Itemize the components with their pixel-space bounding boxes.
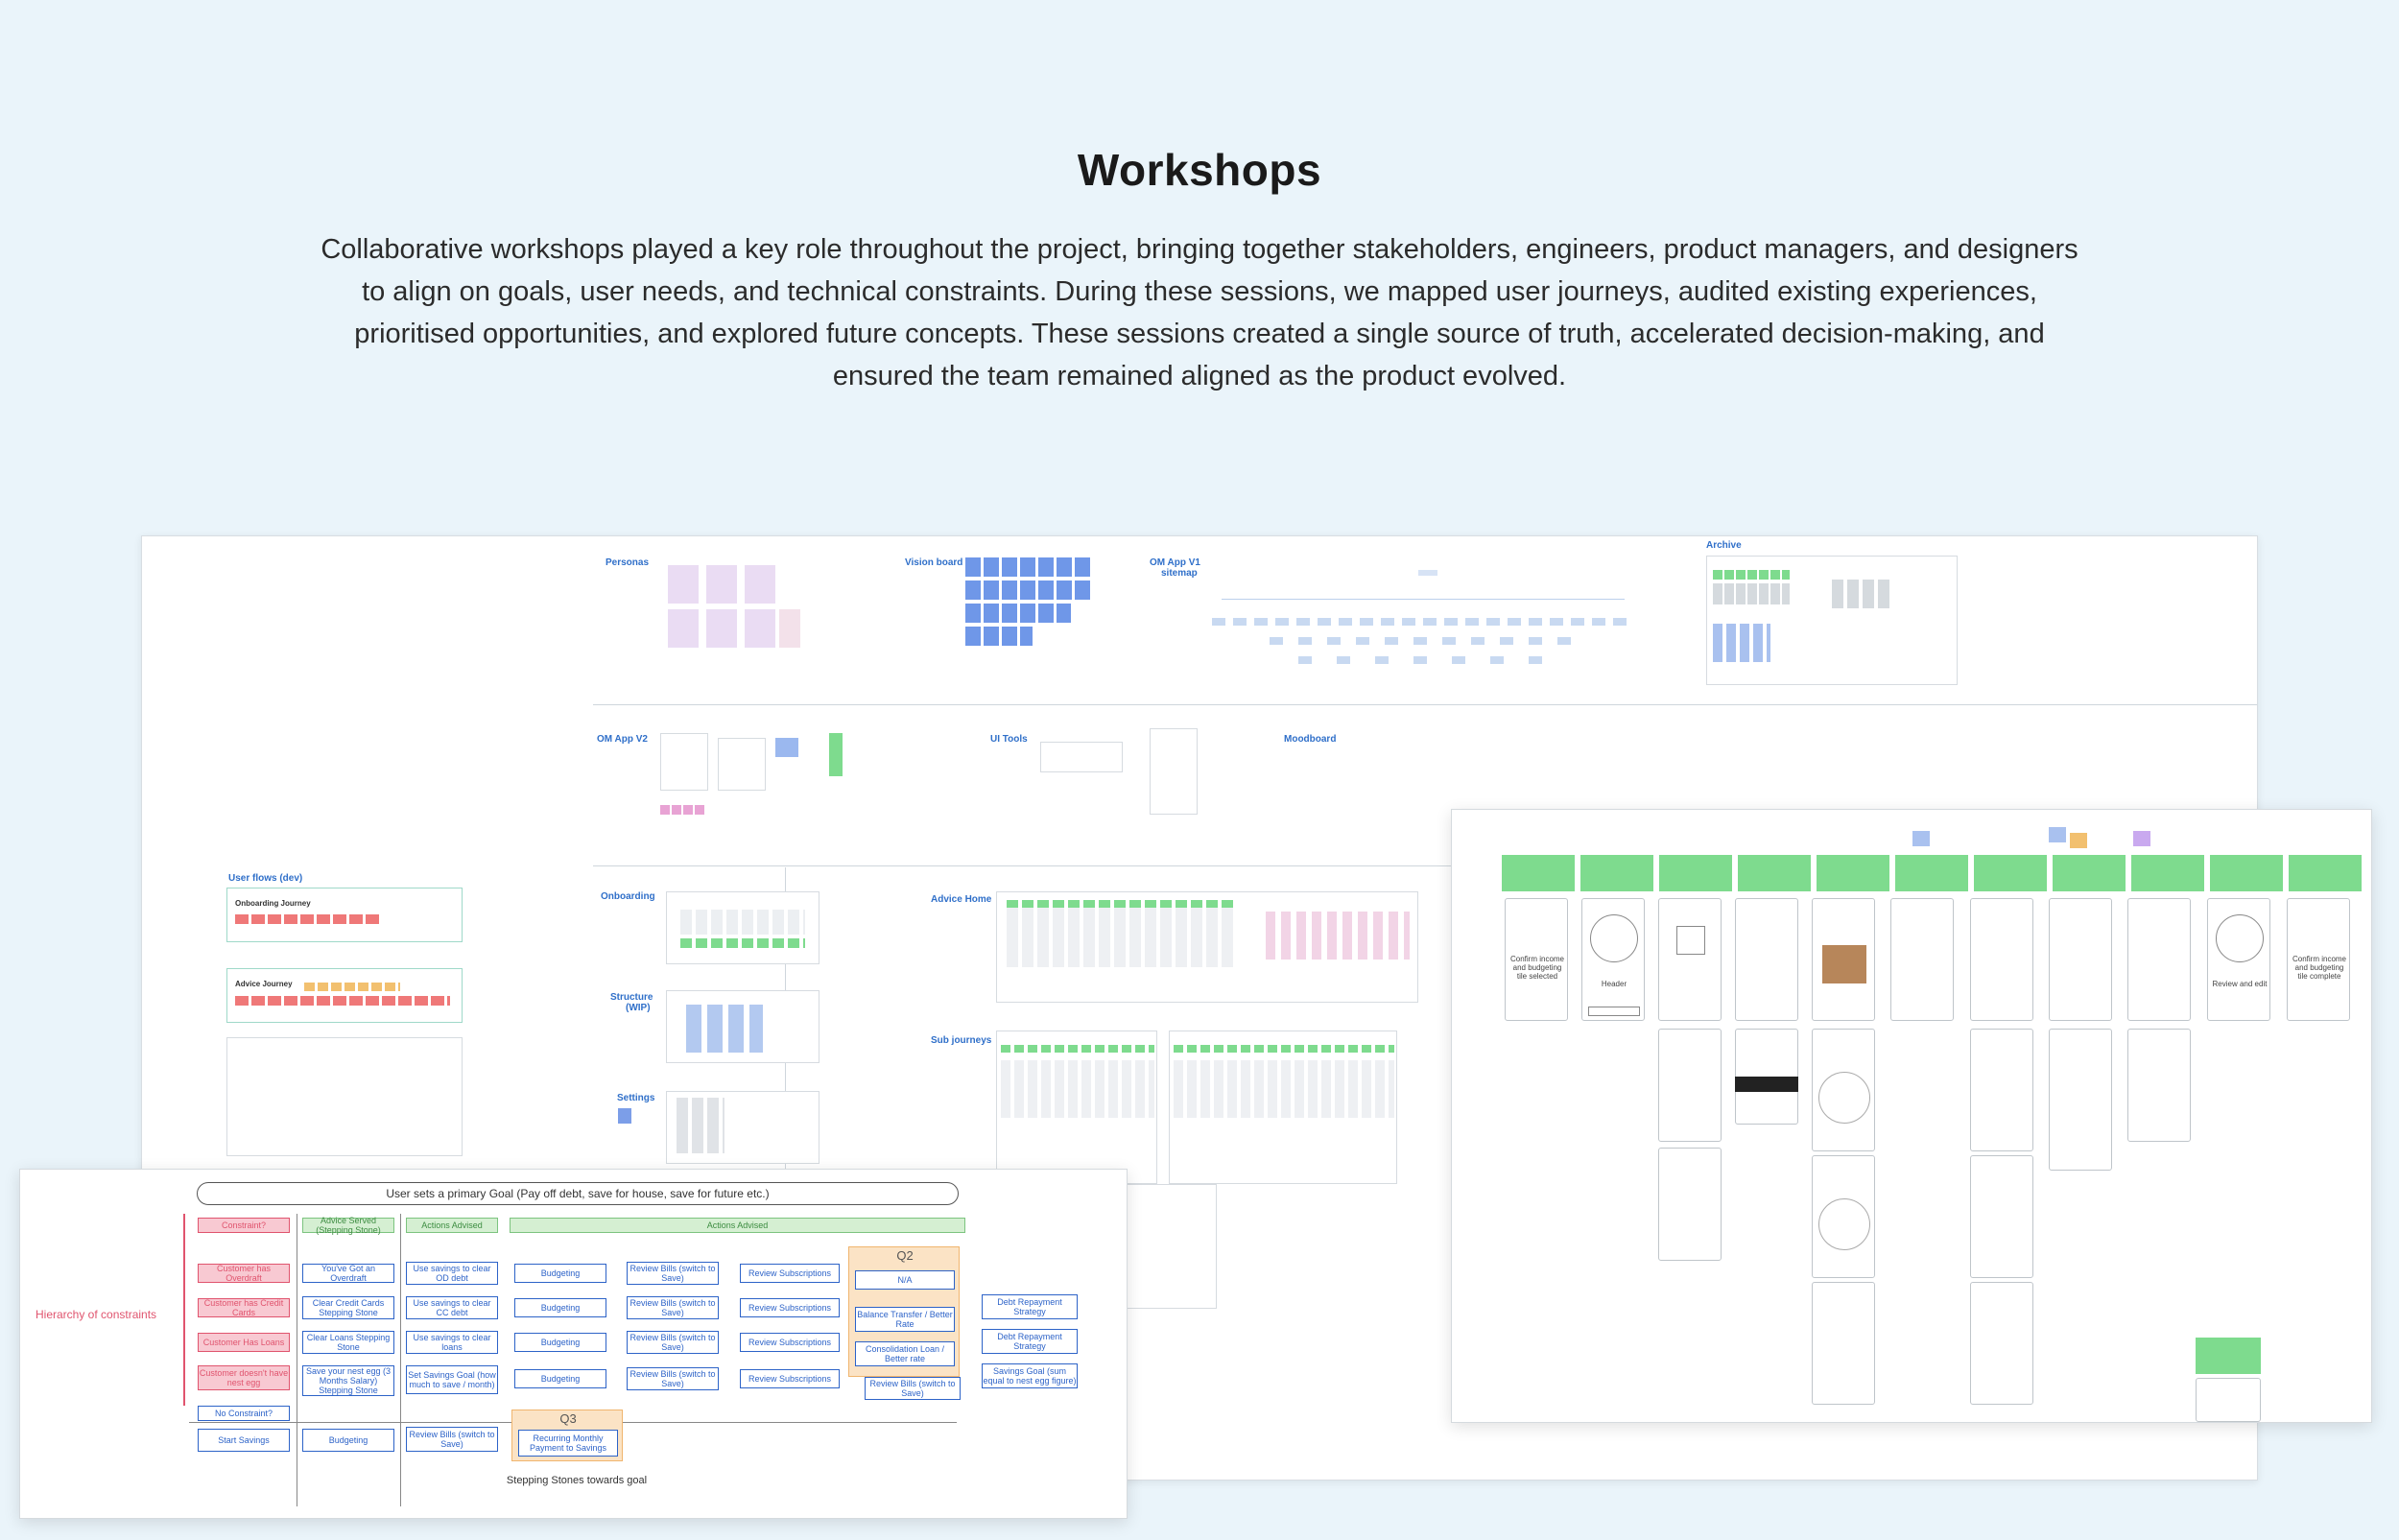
q3-group: Q3 Recurring Monthly Payment to Savings — [511, 1410, 623, 1461]
settings-frame[interactable] — [666, 1091, 819, 1164]
personas-frame — [668, 557, 802, 650]
label-onboarding-journey: Onboarding Journey — [235, 899, 311, 908]
step-review-subs: Review Subscriptions — [740, 1369, 840, 1388]
sub-journeys-frame-1[interactable] — [996, 1031, 1157, 1184]
onboarding-journey-frame[interactable]: Onboarding Journey — [226, 888, 463, 942]
header-actions-advised-2: Actions Advised — [510, 1218, 965, 1233]
savings-goal: Savings Goal (sum equal to nest egg figu… — [982, 1363, 1078, 1388]
advice-journey-frame[interactable]: Advice Journey — [226, 968, 463, 1023]
step-review-subs: Review Subscriptions — [740, 1333, 840, 1352]
action-nest-egg: Set Savings Goal (how much to save / mon… — [406, 1365, 498, 1394]
step-budgeting: Budgeting — [514, 1298, 606, 1317]
top-goal-box: User sets a primary Goal (Pay off debt, … — [197, 1182, 959, 1205]
constraints-thumbnail — [226, 1037, 463, 1156]
q2-label: Q2 — [896, 1248, 914, 1263]
label-structure-sub: (WIP) — [626, 1003, 651, 1013]
step-review-bills: Review Bills (switch to Save) — [627, 1296, 719, 1319]
label-ui-tools: UI Tools — [990, 734, 1028, 745]
no-constraint: No Constraint? — [198, 1406, 290, 1421]
screen-review-edit[interactable]: Review and edit — [2207, 898, 2270, 1021]
screen-confirm-complete[interactable]: Confirm income and budgeting tile comple… — [2287, 898, 2350, 1021]
step-budgeting: Budgeting — [514, 1369, 606, 1388]
action-overdraft: Use savings to clear OD debt — [406, 1262, 498, 1285]
step-budgeting: Budgeting — [514, 1264, 606, 1283]
header-actions-advised-1: Actions Advised — [406, 1218, 498, 1233]
screen-flow-panel[interactable]: Confirm income and budgeting tile select… — [1451, 809, 2372, 1423]
structure-frame[interactable] — [666, 990, 819, 1063]
label-personas: Personas — [606, 557, 650, 568]
q3-label: Q3 — [559, 1411, 577, 1426]
onboarding-frame[interactable] — [666, 891, 819, 964]
label-advice-home: Advice Home — [931, 894, 992, 905]
screen-confirm-income[interactable]: Confirm income and budgeting tile select… — [1505, 898, 1568, 1021]
advice-home-frame[interactable] — [996, 891, 1418, 1003]
step-review-subs: Review Subscriptions — [740, 1264, 840, 1283]
step-budgeting: Budgeting — [514, 1333, 606, 1352]
step-review-subs: Review Subscriptions — [740, 1298, 840, 1317]
sitemap-tree — [1212, 570, 1634, 685]
section-description: Collaborative workshops played a key rol… — [321, 234, 2078, 391]
ui-tools-strip — [1150, 728, 1198, 815]
review-bills-bottom: Review Bills (switch to Save) — [406, 1427, 498, 1452]
step-review-bills: Review Bills (switch to Save) — [627, 1262, 719, 1285]
label-structure: Structure — [610, 992, 653, 1003]
debt-repayment-1: Debt Repayment Strategy — [982, 1294, 1078, 1319]
label-archive: Archive — [1706, 540, 1742, 551]
screen-header[interactable]: Header — [1581, 898, 1645, 1021]
recurring-payment: Recurring Monthly Payment to Savings — [518, 1430, 618, 1457]
footer-caption: Stepping Stones towards goal — [506, 1475, 648, 1486]
header-advice-served: Advice Served (Stepping Stone) — [302, 1216, 394, 1235]
constraint-overdraft: Customer has Overdraft — [198, 1264, 290, 1283]
constraint-credit-cards: Customer has Credit Cards — [198, 1298, 290, 1317]
label-advice-journey: Advice Journey — [235, 980, 293, 988]
stone-credit-cards: Clear Credit Cards Stepping Stone — [302, 1296, 394, 1319]
label-sub-journeys: Sub journeys — [931, 1035, 992, 1046]
label-moodboard: Moodboard — [1284, 734, 1337, 745]
label-om-app-v1-sub: sitemap — [1161, 568, 1198, 579]
vision-board-cards — [965, 557, 1090, 650]
constraints-panel[interactable]: User sets a primary Goal (Pay off debt, … — [19, 1169, 1128, 1519]
section-title: Workshops — [1077, 145, 1322, 195]
constraint-nest-egg: Customer doesn't have nest egg — [198, 1365, 290, 1390]
label-onboarding: Onboarding — [601, 891, 655, 902]
action-loans: Use savings to clear loans — [406, 1331, 498, 1354]
q2-balance-transfer: Balance Transfer / Better Rate — [855, 1307, 955, 1332]
label-user-flows: User flows (dev) — [228, 873, 303, 884]
step-review-bills: Review Bills (switch to Save) — [627, 1367, 719, 1390]
label-settings: Settings — [617, 1093, 655, 1103]
start-savings: Start Savings — [198, 1429, 290, 1452]
action-credit-cards: Use savings to clear CC debt — [406, 1296, 498, 1319]
label-vision-board: Vision board — [905, 557, 963, 568]
archive-frame — [1706, 556, 1958, 685]
step-review-bills: Review Bills (switch to Save) — [627, 1331, 719, 1354]
sub-journeys-frame-2[interactable] — [1169, 1031, 1397, 1184]
header-constraint: Constraint? — [198, 1218, 290, 1233]
om-app-v2-docs — [660, 733, 843, 829]
review-bills-right: Review Bills (switch to Save) — [865, 1377, 961, 1400]
stone-loans: Clear Loans Stepping Stone — [302, 1331, 394, 1354]
debt-repayment-2: Debt Repayment Strategy — [982, 1329, 1078, 1354]
q2-na: N/A — [855, 1270, 955, 1290]
stone-overdraft: You've Got an Overdraft — [302, 1264, 394, 1283]
ui-tools-frame — [1040, 742, 1123, 772]
label-om-app-v1: OM App V1 — [1150, 557, 1200, 568]
stone-nest-egg: Save your nest egg (3 Months Salary) Ste… — [302, 1365, 394, 1396]
q2-group: Q2 N/A Balance Transfer / Better Rate Co… — [848, 1246, 960, 1377]
label-om-app-v2: OM App V2 — [597, 734, 648, 745]
hierarchy-label: Hierarchy of constraints — [36, 1308, 157, 1321]
budgeting-bottom: Budgeting — [302, 1429, 394, 1452]
constraint-loans: Customer Has Loans — [198, 1333, 290, 1352]
q2-consolidation: Consolidation Loan / Better rate — [855, 1341, 955, 1366]
